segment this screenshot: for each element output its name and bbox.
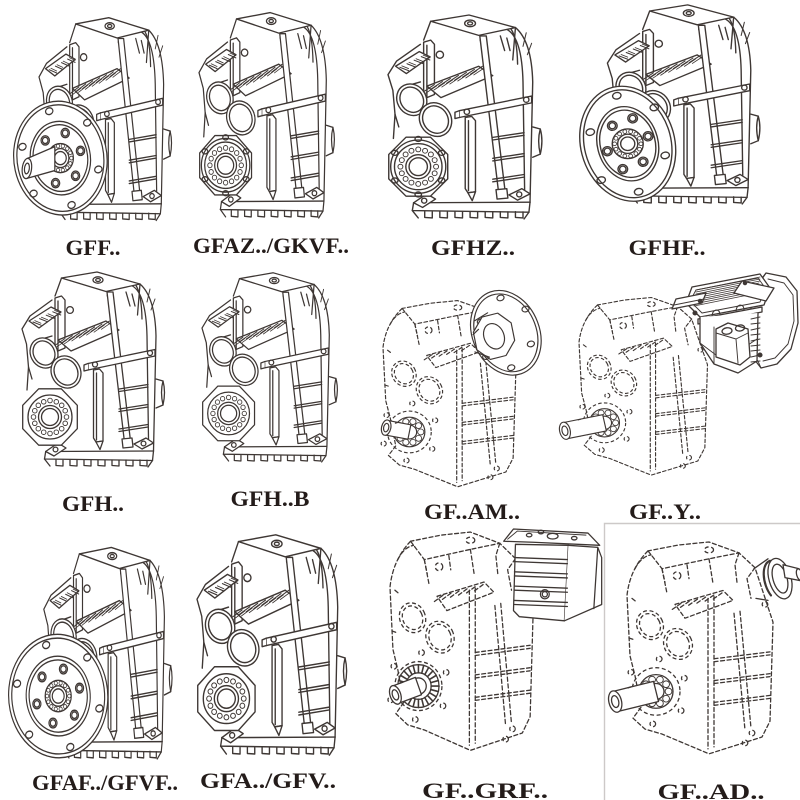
svg-text:GF..AD..: GF..AD.. (658, 779, 765, 800)
svg-text:GFH..: GFH.. (62, 491, 124, 516)
svg-text:GFF..: GFF.. (66, 235, 121, 260)
svg-text:GFH..B: GFH..B (231, 486, 310, 511)
svg-text:GFA../GFV..: GFA../GFV.. (200, 768, 336, 793)
svg-text:GFHZ..: GFHZ.. (431, 235, 515, 260)
svg-text:GFHF..: GFHF.. (629, 235, 706, 260)
svg-text:GFAF../GFVF..: GFAF../GFVF.. (32, 770, 178, 795)
svg-text:GF..GRF..: GF..GRF.. (422, 778, 548, 800)
svg-text:GF..AM..: GF..AM.. (424, 499, 520, 524)
svg-text:GF..Y..: GF..Y.. (629, 499, 701, 524)
svg-text:GFAZ../GKVF..: GFAZ../GKVF.. (193, 233, 349, 258)
